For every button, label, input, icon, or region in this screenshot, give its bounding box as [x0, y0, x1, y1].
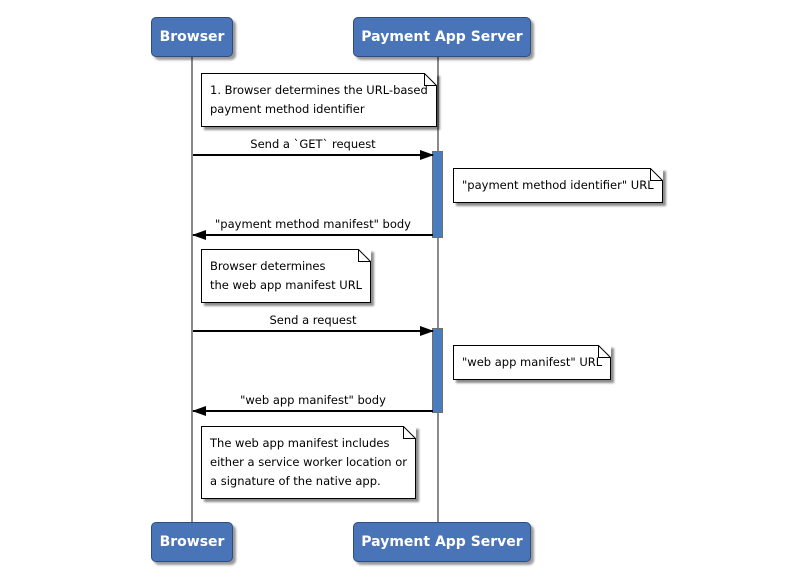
actor-label: Payment App Server: [361, 534, 523, 550]
actor-label: Payment App Server: [361, 29, 523, 45]
note-text: 1. Browser determines the URL-based paym…: [210, 83, 428, 116]
actor-box-browser-top: Browser: [151, 17, 233, 57]
message-payment-method-manifest-body: "payment method manifest" body: [192, 217, 433, 240]
note-fold-icon: [598, 345, 612, 358]
message-label: "payment method manifest" body: [215, 217, 411, 231]
note-fold-icon: [423, 73, 437, 86]
note-text: "payment method identifier" URL: [462, 178, 654, 192]
actor-box-browser-bottom: Browser: [151, 522, 233, 562]
message-send-get-request: Send a `GET` request: [193, 137, 434, 160]
message-web-app-manifest-body: "web app manifest" body: [192, 393, 433, 416]
note-text: The web app manifest includes either a s…: [210, 436, 408, 488]
arrowhead-left-icon: [192, 230, 206, 240]
message-label: Send a request: [269, 313, 357, 327]
note-text: "web app manifest" URL: [462, 355, 603, 369]
note-fold-icon: [403, 426, 417, 439]
note-fold-icon: [358, 249, 372, 262]
actor-label: Browser: [159, 534, 225, 550]
actor-box-payment-app-server-bottom: Payment App Server: [353, 522, 531, 562]
arrowhead-right-icon: [420, 150, 434, 160]
note-payment-method-identifier-step: 1. Browser determines the URL-based paym…: [201, 73, 437, 127]
arrowhead-right-icon: [420, 326, 434, 336]
activation-bar-server-2: [432, 328, 443, 413]
actor-box-payment-app-server-top: Payment App Server: [353, 17, 531, 57]
note-fold-icon: [649, 168, 663, 181]
note-text: Browser determines the web app manifest …: [210, 259, 363, 292]
message-send-request: Send a request: [193, 313, 434, 336]
lifeline-browser: [191, 57, 193, 522]
actor-label: Browser: [159, 29, 225, 45]
note-web-app-manifest-contents: The web app manifest includes either a s…: [201, 426, 417, 499]
lifeline-payment-app-server: [437, 57, 439, 522]
note-payment-method-identifier-url: "payment method identifier" URL: [453, 168, 663, 203]
arrowhead-left-icon: [192, 406, 206, 416]
message-label: Send a `GET` request: [250, 137, 376, 151]
activation-bar-server-1: [432, 151, 443, 238]
message-label: "web app manifest" body: [240, 393, 386, 407]
note-browser-determines-web-app-manifest-url: Browser determines the web app manifest …: [201, 249, 372, 303]
note-web-app-manifest-url: "web app manifest" URL: [453, 345, 612, 380]
